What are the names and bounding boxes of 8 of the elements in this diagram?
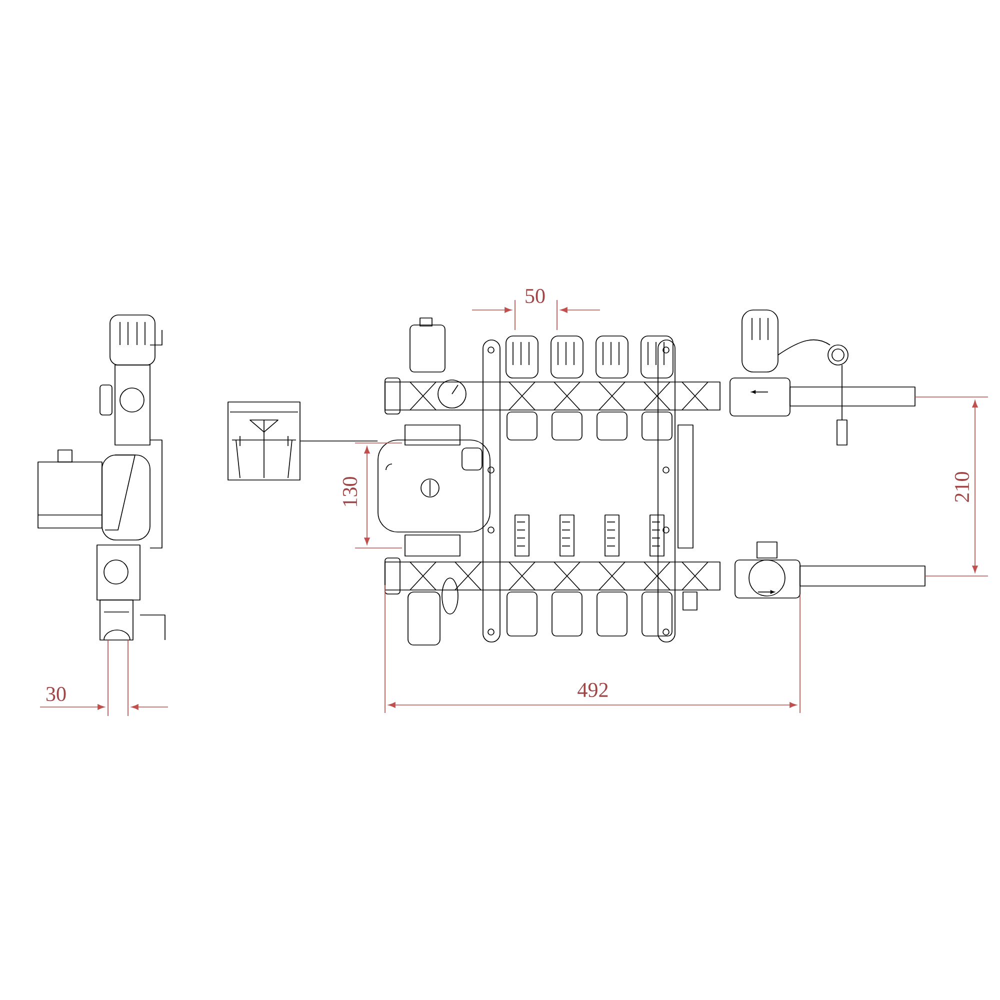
dimension-label: 492 xyxy=(578,682,608,698)
dimension-label: 50 xyxy=(526,288,545,304)
circulation-pump xyxy=(378,440,490,532)
dimension-label: 30 xyxy=(46,686,66,702)
pump-detail-picture xyxy=(228,402,300,480)
dimension-label: 130 xyxy=(342,477,358,506)
dimension-label: 210 xyxy=(954,472,970,502)
leader-line xyxy=(300,440,378,442)
